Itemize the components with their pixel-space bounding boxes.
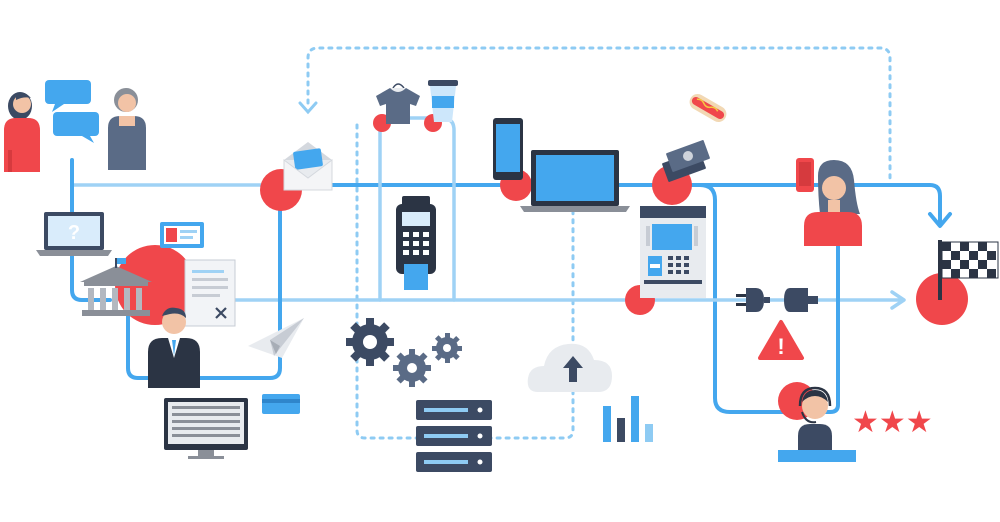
customer-woman-icon xyxy=(4,92,40,172)
warning-symbol: ! xyxy=(777,334,784,359)
question-mark: ? xyxy=(68,222,80,244)
flow-arrows xyxy=(890,212,952,310)
warning-icon: ! xyxy=(758,320,804,360)
bank-icon xyxy=(80,258,152,316)
businessman-icon xyxy=(148,307,200,388)
server-stack-icon xyxy=(416,400,492,472)
id-card-icon xyxy=(160,222,204,248)
customer-man-icon xyxy=(108,88,146,170)
power-plug-icon xyxy=(736,288,818,312)
dotted-arrow-head xyxy=(298,101,318,115)
paper-plane-icon xyxy=(248,318,304,358)
document-icon xyxy=(184,259,236,327)
monitor-icon xyxy=(164,398,248,459)
gears-icon xyxy=(346,318,462,387)
stars-rating-icon: ★★★ xyxy=(852,405,933,440)
cash-icon xyxy=(662,140,710,182)
laptop-icon xyxy=(520,150,630,212)
smartphone-icon xyxy=(493,118,523,180)
rating-stars: ★★★ xyxy=(852,405,933,440)
shirt-icon xyxy=(376,83,420,124)
coffee-cup-icon xyxy=(428,80,458,122)
laptop-question-icon: ? xyxy=(36,212,112,256)
cloud-upload-icon xyxy=(527,343,612,392)
atm-icon xyxy=(640,206,706,298)
credit-card-icon xyxy=(262,394,300,414)
card-terminal-icon xyxy=(396,196,436,290)
red-nodes xyxy=(115,114,968,420)
email-card-icon xyxy=(283,142,333,191)
hotdog-icon xyxy=(689,94,727,122)
finish-flag-icon xyxy=(938,240,999,300)
bar-chart-icon xyxy=(603,396,653,442)
support-agent-icon xyxy=(778,386,856,462)
chat-bubbles-icon xyxy=(45,80,99,143)
phone-woman-icon xyxy=(796,158,862,246)
